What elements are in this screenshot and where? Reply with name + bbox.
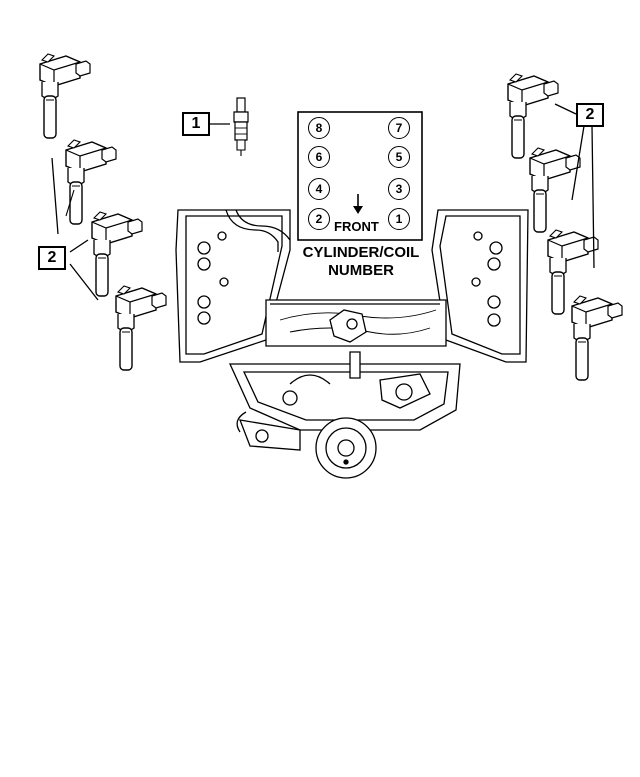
cylinder-number-left-1: 8 [308,117,330,139]
cylinder-number-left-3: 4 [308,178,330,200]
callout-spark-plug: 1 [182,112,210,136]
callout-coils-right: 2 [576,103,604,127]
cylinder-map-title-line1: CYLINDER/COIL [302,244,420,261]
front-label: FRONT [334,219,379,234]
spark-plug-icon [210,97,249,156]
cylinder-number-right-2: 5 [388,146,410,168]
cylinder-number-left-2: 6 [308,146,330,168]
coil-left-4 [115,285,167,371]
engine-block [175,209,529,479]
cylinder-map-title-line2: NUMBER [328,262,394,279]
coil-left-2 [65,139,117,225]
cylinder-number-right-1: 7 [388,117,410,139]
coil-left-1 [39,53,91,139]
cylinder-number-right-3: 3 [388,178,410,200]
callout-coils-left: 2 [38,246,66,270]
coil-right-4 [571,295,623,381]
cylinder-number-left-4: 2 [308,208,330,230]
coil-right-2 [529,147,581,233]
cylinder-map-title: CYLINDER/COIL NUMBER [286,244,436,280]
coil-left-3 [91,211,143,297]
coil-right-1 [507,73,559,159]
cylinder-number-right-4: 1 [388,208,410,230]
